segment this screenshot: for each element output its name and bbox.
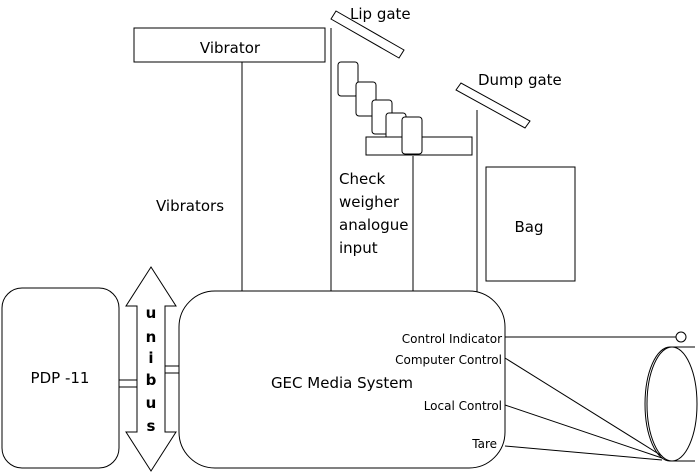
gec-media-system-box	[178, 290, 506, 469]
falling-item	[355, 81, 377, 117]
unibus-letter: s	[147, 417, 156, 435]
local-control-label: Local Control	[424, 399, 502, 413]
dump-gate-label: Dump gate	[478, 71, 562, 89]
lip-gate-shape	[330, 10, 405, 59]
vibrator-label: Vibrator	[200, 39, 261, 57]
gec-label: GEC Media System	[271, 374, 413, 392]
control-indicator-label: Control Indicator	[402, 332, 502, 346]
vibrators-label: Vibrators	[156, 197, 224, 215]
unibus-letter: b	[146, 371, 157, 389]
unibus-letter: n	[146, 328, 157, 346]
check-weigher-line-4: input	[339, 239, 378, 257]
control-panel-back	[644, 346, 695, 462]
pdp11-box	[1, 287, 120, 469]
check-weigher-line-1: Check	[339, 170, 385, 188]
unibus-letter: i	[148, 349, 153, 367]
computer-control-label: Computer Control	[395, 353, 502, 367]
pdp11-label: PDP -11	[31, 369, 90, 387]
vibrator-box	[133, 27, 326, 63]
indicator-lamp	[675, 331, 687, 343]
check-weigher-line-2: weigher	[339, 193, 400, 211]
check-weigher-line-3: analogue	[339, 216, 409, 234]
falling-item	[337, 61, 359, 97]
falling-item	[401, 116, 423, 155]
bag-label: Bag	[514, 218, 543, 236]
control-panel-face	[646, 346, 698, 462]
dump-gate-shape	[455, 82, 531, 129]
unibus-arrow	[125, 266, 177, 472]
computer-control-wire	[504, 357, 663, 457]
unibus-letter: u	[146, 394, 157, 412]
tare-label: Tare	[471, 437, 497, 451]
bag-box	[485, 166, 576, 282]
unibus-letter: u	[146, 304, 157, 322]
local-control-wire	[504, 404, 663, 459]
lip-gate-label: Lip gate	[350, 5, 411, 23]
tare-wire	[504, 445, 663, 461]
